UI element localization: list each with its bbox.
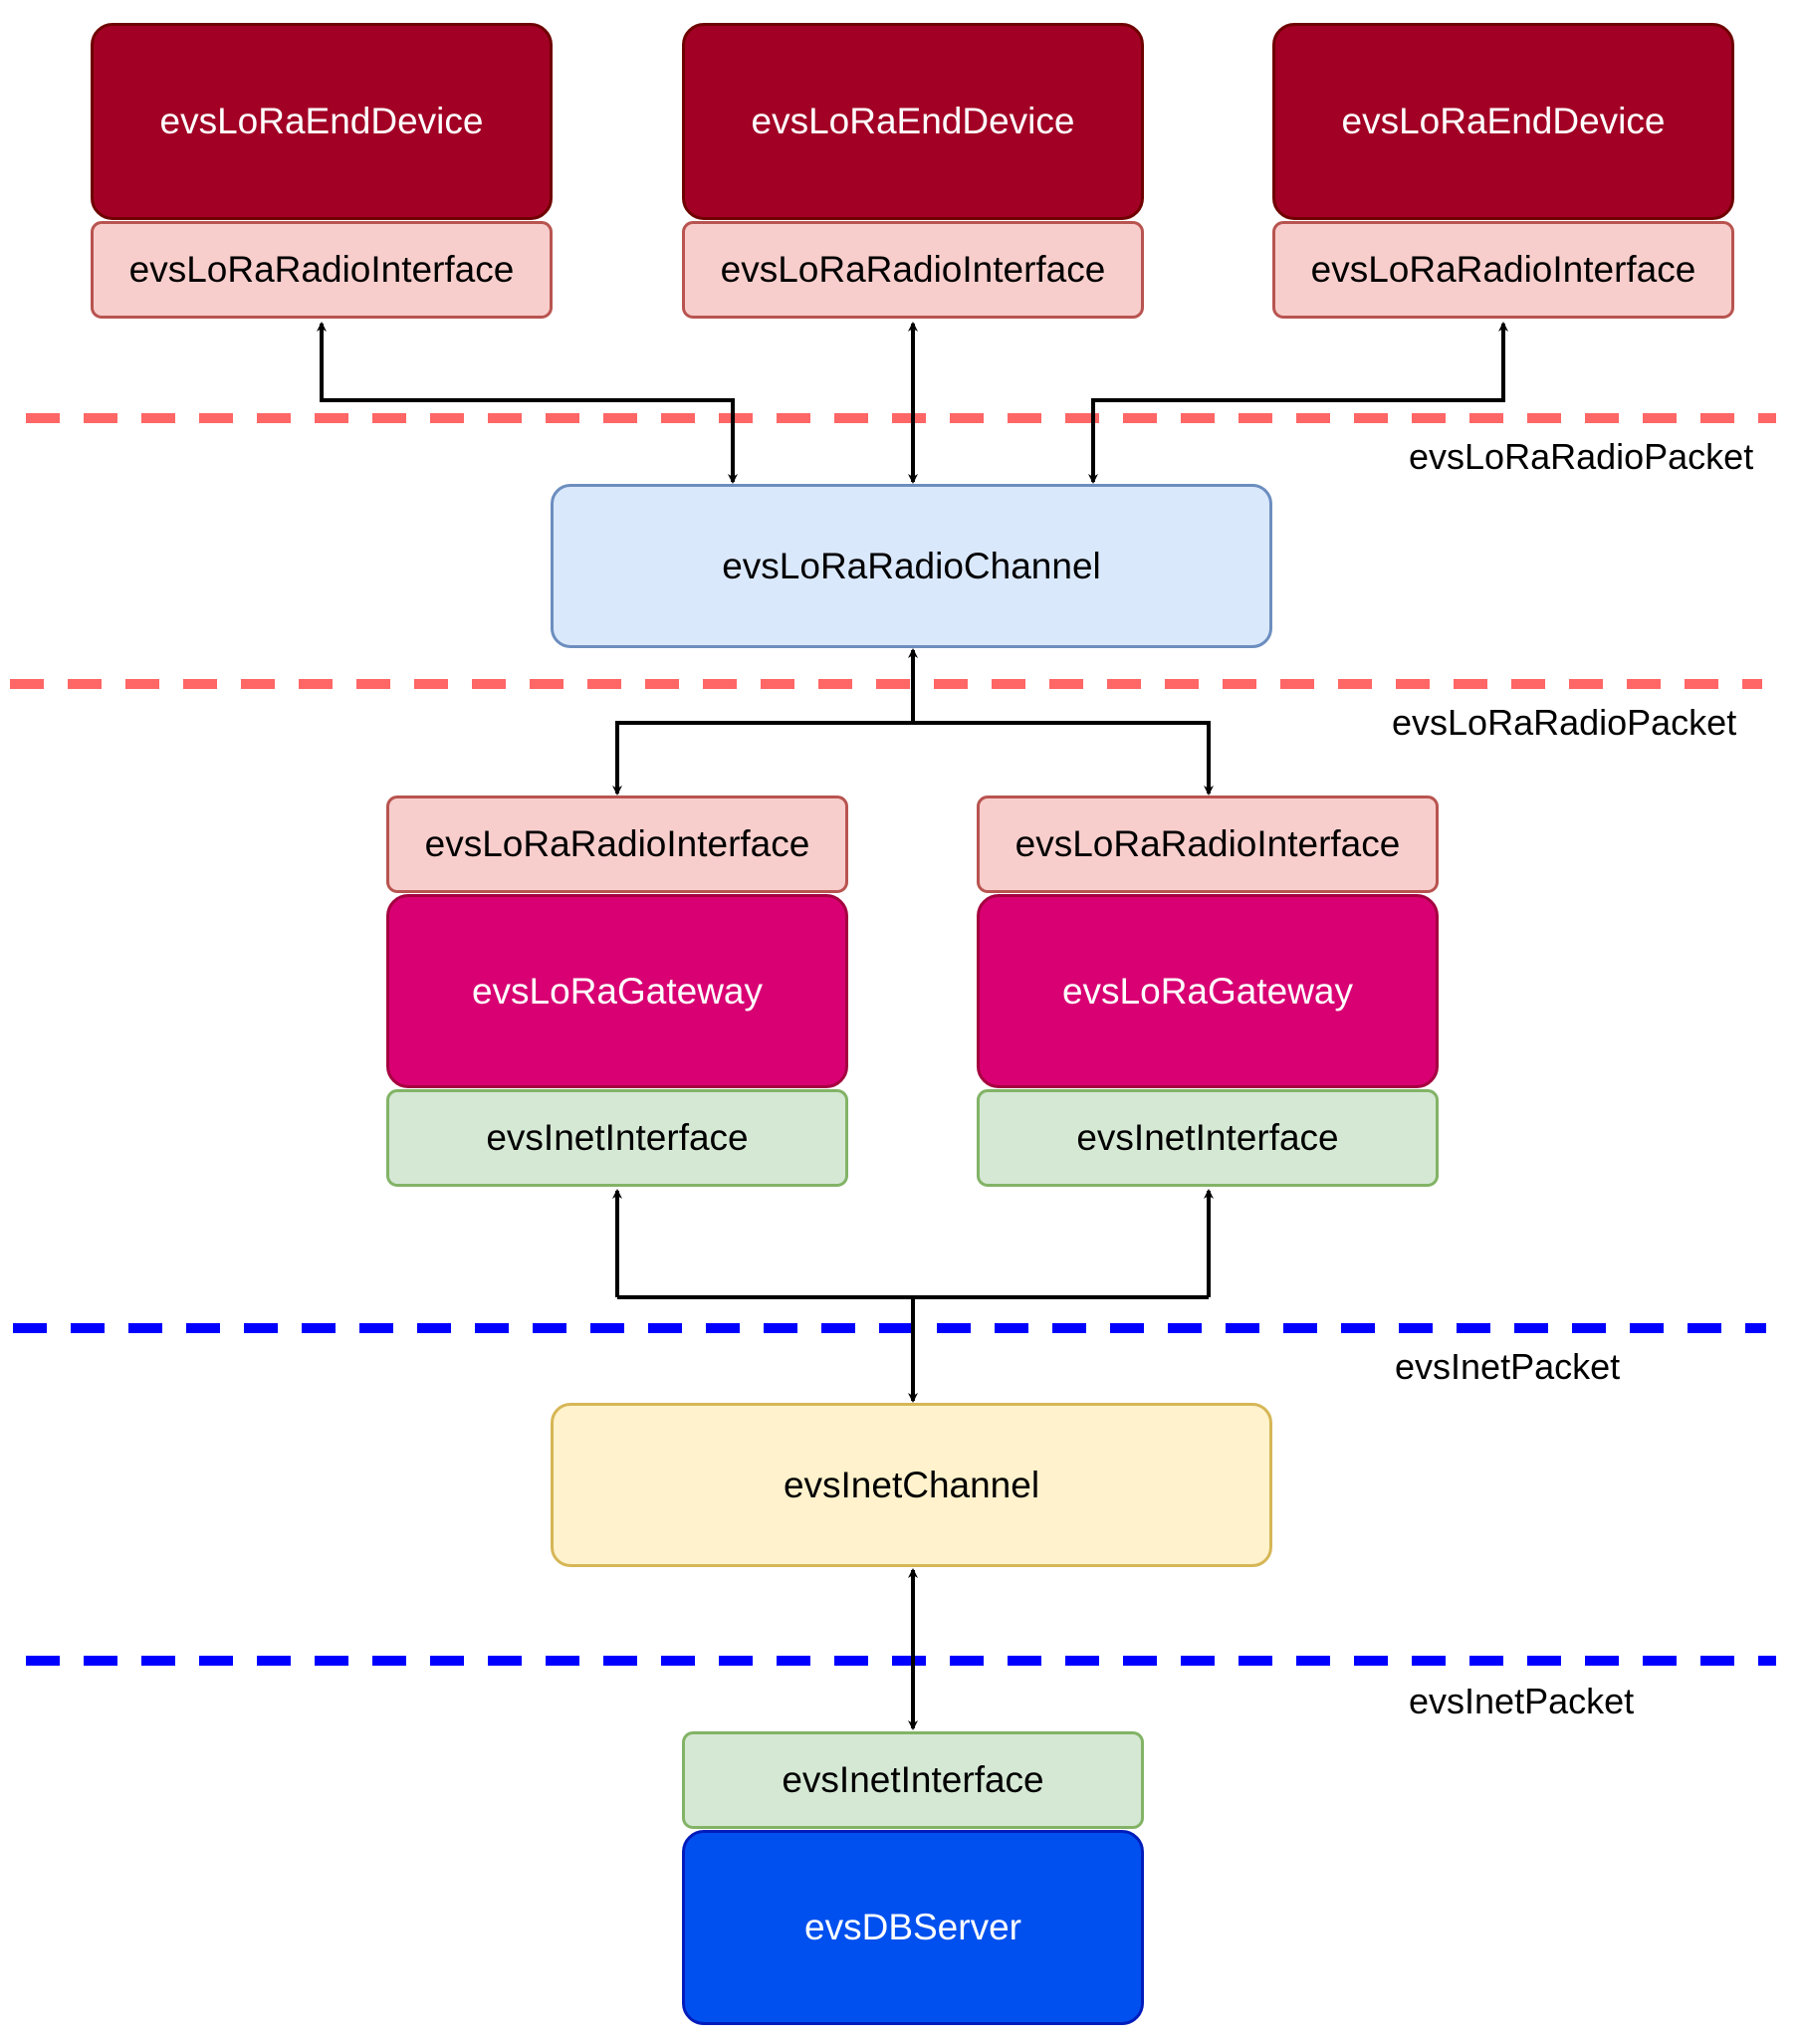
- connector-device3-channel: [1088, 322, 1508, 484]
- end-device-1: evsLoRaEndDevice: [91, 23, 553, 220]
- connector-channel-gateway2: [913, 721, 1214, 795]
- gateway-2-inet-interface: evsInetInterface: [977, 1089, 1439, 1187]
- lora-packet-label-lower: evsLoRaRadioPacket: [1392, 702, 1737, 743]
- lora-packet-label-upper: evsLoRaRadioPacket: [1409, 436, 1754, 477]
- end-device-1-radio-interface: evsLoRaRadioInterface: [91, 221, 553, 319]
- end-device-3-radio-interface: evsLoRaRadioInterface: [1272, 221, 1734, 319]
- end-device-2-radio-interface: evsLoRaRadioInterface: [682, 221, 1144, 319]
- connector-channel-gateway1: [612, 721, 913, 795]
- radio-channel: evsLoRaRadioChannel: [551, 484, 1272, 648]
- gateway-1-inet-interface: evsInetInterface: [386, 1089, 848, 1187]
- gateway-1-radio-interface: evsLoRaRadioInterface: [386, 795, 848, 893]
- end-device-3: evsLoRaEndDevice: [1272, 23, 1734, 220]
- inet-packet-label-lower: evsInetPacket: [1409, 1681, 1635, 1721]
- inet-channel: evsInetChannel: [551, 1403, 1272, 1567]
- gateway-1: evsLoRaGateway: [386, 894, 848, 1088]
- db-server: evsDBServer: [682, 1830, 1144, 2025]
- gateway-2: evsLoRaGateway: [977, 894, 1439, 1088]
- gateway-2-radio-interface: evsLoRaRadioInterface: [977, 795, 1439, 893]
- inet-packet-label-upper: evsInetPacket: [1395, 1346, 1621, 1387]
- connector-device1-channel: [317, 322, 738, 484]
- server-inet-interface: evsInetInterface: [682, 1731, 1144, 1829]
- end-device-2: evsLoRaEndDevice: [682, 23, 1144, 220]
